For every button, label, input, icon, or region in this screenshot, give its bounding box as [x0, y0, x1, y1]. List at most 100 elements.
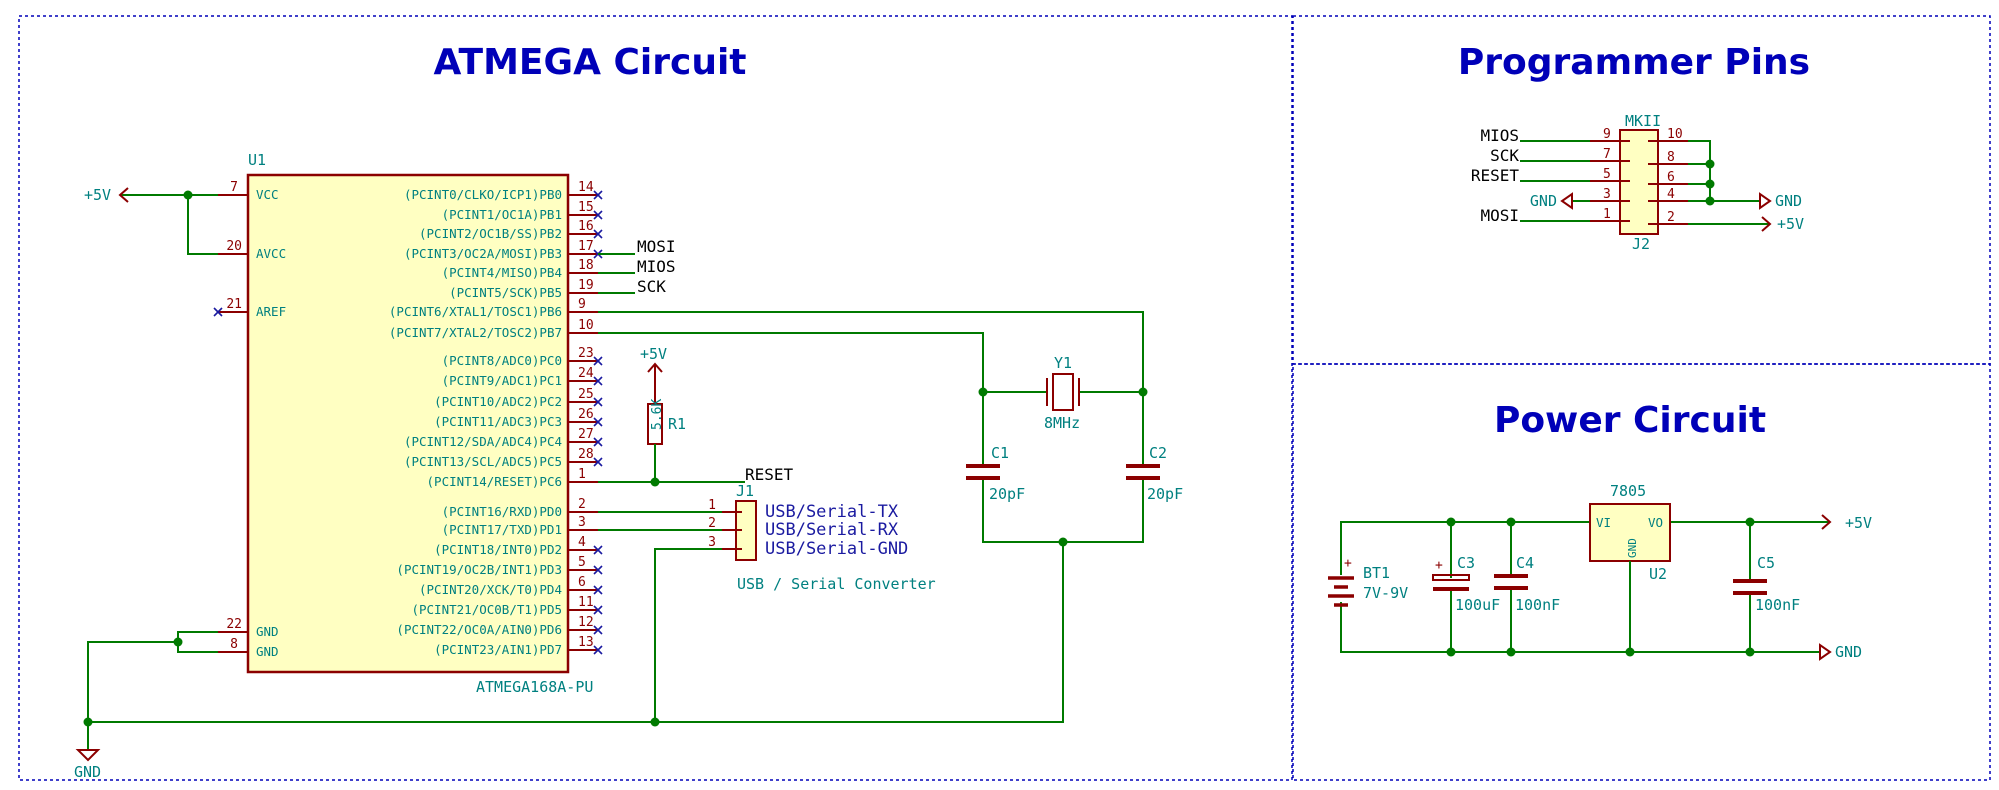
no-connect-mark [593, 356, 603, 366]
mcu-pin-name: (PCINT19/OC2B/INT1)PD3 [396, 562, 562, 577]
j1-pin-label: USB/Serial-RX [765, 520, 899, 540]
mcu-pin-name: (PCINT7/XTAL2/TOSC2)PB7 [389, 325, 562, 340]
bt1-ref: BT1 [1363, 564, 1390, 582]
y1-ref: Y1 [1054, 354, 1072, 372]
mcu-pin-name: (PCINT1/OC1A)PB1 [442, 207, 562, 222]
no-connect-mark [593, 565, 603, 575]
bt1-value: 7V-9V [1363, 584, 1408, 602]
j2-pin-num: 3 [1603, 187, 1611, 202]
c5-ref: C5 [1757, 554, 1775, 572]
mcu-pin-name: (PCINT9/ADC1)PC1 [442, 373, 562, 388]
mcu-pin-num: 28 [578, 447, 594, 462]
j1-pin-num: 3 [708, 535, 716, 550]
mosi-label: MOSI [637, 237, 676, 256]
mcu-pin-num: 3 [578, 515, 586, 530]
connector-j1: J1 1 2 3 USB/Serial-TX USB/Serial-RX USB… [598, 482, 936, 722]
u2-vo-pin: VO [1648, 515, 1663, 530]
no-connect-mark [593, 229, 603, 239]
power-section-title: Power Circuit [1494, 400, 1766, 441]
c3-plus-icon: + [1435, 558, 1443, 573]
j2-pin-num: 5 [1603, 167, 1611, 182]
mcu-pin-num: 1 [578, 467, 586, 482]
j2-pin-num: 7 [1603, 147, 1611, 162]
no-connect-mark [593, 437, 603, 447]
crystal-nets [598, 311, 1148, 543]
mcu-pin-name: VCC [256, 187, 279, 202]
mcu-pin-num: 6 [578, 575, 586, 590]
j1-pin-num: 2 [708, 516, 716, 531]
u2-value: 7805 [1610, 482, 1646, 500]
j2-reset-label: RESET [1471, 166, 1520, 185]
resistor-r1: +5V 5.6K R1 RESET [598, 345, 794, 487]
gnd-net: GND [74, 537, 1068, 781]
atmega-frame [18, 15, 1293, 781]
no-connect-mark [593, 645, 603, 655]
mcu-pin-num: 19 [578, 278, 594, 293]
mcu-pin-num: 12 [578, 615, 594, 630]
c3-ref: C3 [1457, 554, 1475, 572]
no-connect-mark [593, 457, 603, 467]
mcu-pin-name: (PCINT12/SDA/ADC4)PC4 [404, 434, 562, 449]
j2-pin-num: 4 [1667, 187, 1675, 202]
j1-pin-label: USB/Serial-TX [765, 502, 899, 522]
mcu-pin-num: 18 [578, 258, 594, 273]
aref-no-connect [213, 307, 223, 317]
mcu-pin-num: 10 [578, 318, 594, 333]
c4-ref: C4 [1516, 554, 1534, 572]
j2-pin-num: 8 [1667, 150, 1675, 165]
y1-value: 8MHz [1044, 414, 1080, 432]
mcu-pin-name: (PCINT2/OC1B/SS)PB2 [419, 226, 562, 241]
mcu-pin-name: AREF [256, 304, 286, 319]
c1-value: 20pF [989, 485, 1025, 503]
no-connect-mark [593, 625, 603, 635]
mcu-pin-name: (PCINT13/SCL/ADC5)PC5 [404, 454, 562, 469]
mcu-pin-num: 8 [230, 637, 238, 652]
mios-label: MIOS [637, 257, 676, 276]
power-frame [1292, 363, 1991, 781]
no-connect-mark [593, 397, 603, 407]
mcu-pin-name: (PCINT20/XCK/T0)PD4 [419, 582, 562, 597]
mcu-pin-num: 25 [578, 387, 594, 402]
pwr-vcc-label: +5V [1845, 514, 1872, 532]
vcc-net: +5V [84, 186, 218, 255]
spi-nets: MOSI MIOS SCK [598, 237, 676, 296]
mcu-pin-num: 4 [578, 535, 586, 550]
j2-gnd-right-label: GND [1775, 192, 1802, 210]
atmega-section-title: ATMEGA Circuit [433, 42, 746, 83]
c1-ref: C1 [991, 444, 1009, 462]
no-connect-mark [593, 210, 603, 220]
mcu-pin-num: 22 [226, 617, 242, 632]
mcu-pin-num: 15 [578, 200, 594, 215]
j2-pin-num: 6 [1667, 170, 1675, 185]
capacitor-c1: C1 20pF [966, 444, 1025, 503]
j2-value: MKII [1625, 112, 1661, 130]
c2-value: 20pF [1147, 485, 1183, 503]
mcu-pin-name: (PCINT17/TXD)PD1 [442, 522, 562, 537]
mcu-pin-num: 16 [578, 219, 594, 234]
mcu-pin-name: (PCINT14/RESET)PC6 [427, 474, 562, 489]
j2-pin-num: 9 [1603, 127, 1611, 142]
r1-vcc-label: +5V [640, 345, 667, 363]
capacitor-c2: C2 20pF [1126, 444, 1183, 503]
mcu-pin-num: 24 [578, 366, 594, 381]
mcu-pin-name: (PCINT22/OC0A/AIN0)PD6 [396, 622, 562, 637]
mcu-pin-name: (PCINT18/INT0)PD2 [434, 542, 562, 557]
mcu-pin-name: (PCINT3/OC2A/MOSI)PB3 [404, 246, 562, 261]
j2-sck-label: SCK [1490, 146, 1519, 165]
programmer-section-title: Programmer Pins [1458, 42, 1810, 83]
c2-ref: C2 [1149, 444, 1167, 462]
j2-pin-num: 2 [1667, 210, 1675, 225]
mcu-pin-name: (PCINT21/OC0B/T1)PD5 [411, 602, 562, 617]
j1-pin-label: USB/Serial-GND [765, 539, 908, 559]
j2-mosi-label: MOSI [1480, 206, 1519, 225]
no-connect-mark [593, 545, 603, 555]
r1-value: 5.6K [650, 399, 665, 430]
mcu-pin-name: (PCINT4/MISO)PB4 [442, 265, 562, 280]
no-connect-mark [593, 585, 603, 595]
mcu-pin-num: 27 [578, 427, 594, 442]
mcu-pin-name: (PCINT10/ADC2)PC2 [434, 394, 562, 409]
c4-value: 100nF [1515, 596, 1560, 614]
